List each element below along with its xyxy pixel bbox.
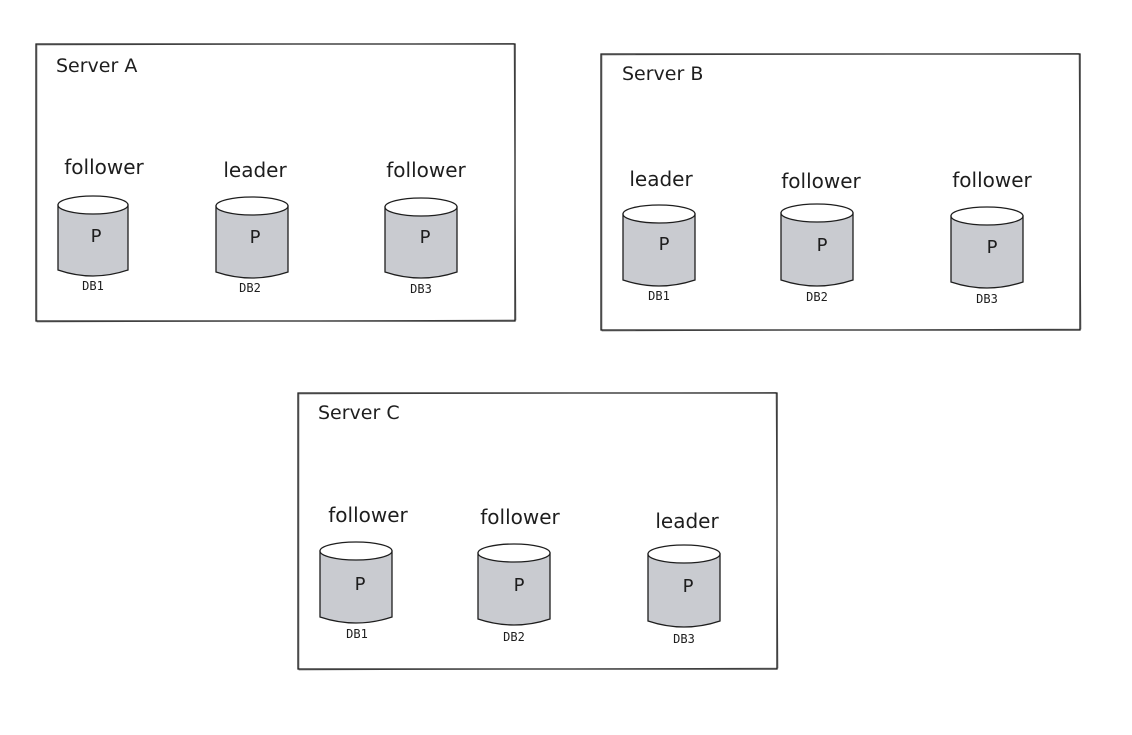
role-label: follower [64, 155, 144, 179]
database-cylinder-icon [647, 544, 721, 628]
role-label: follower [386, 158, 466, 182]
database-cylinder-icon [477, 543, 551, 626]
database: leader P DB3 [647, 509, 721, 646]
server-title: Server A [56, 55, 137, 77]
database-cylinder-icon [319, 541, 393, 624]
server-title: Server C [318, 402, 400, 424]
database-cylinder-icon [57, 195, 129, 277]
database: follower P DB1 [57, 155, 145, 293]
database-name: DB1 [82, 279, 104, 293]
database: follower P DB2 [780, 169, 862, 304]
role-label: follower [952, 168, 1032, 192]
database: leader P DB2 [215, 158, 289, 295]
database-cylinder-icon [950, 206, 1024, 289]
database-name: DB2 [806, 290, 828, 304]
database-name: DB3 [410, 282, 432, 296]
role-label: follower [328, 503, 408, 527]
database: follower P DB1 [319, 503, 409, 641]
role-label: leader [629, 167, 693, 191]
database-cylinder-icon [780, 203, 854, 287]
database-name: DB1 [648, 289, 670, 303]
server-box: Server A follower P DB1 leader P DB2 fol… [35, 43, 517, 323]
partition-label: P [420, 227, 431, 248]
partition-label: P [250, 227, 261, 248]
partition-label: P [683, 576, 694, 597]
partition-label: P [514, 575, 525, 596]
partition-label: P [91, 226, 102, 247]
database-name: DB3 [673, 632, 695, 646]
database-name: DB1 [346, 627, 368, 641]
server-title: Server B [622, 63, 703, 85]
partition-label: P [355, 574, 366, 595]
role-label: follower [480, 505, 560, 529]
partition-label: P [987, 237, 998, 258]
database: follower P DB2 [477, 505, 561, 644]
database-cylinder-icon [622, 204, 696, 287]
database: leader P DB1 [622, 167, 696, 303]
database-name: DB2 [503, 630, 525, 644]
role-label: leader [655, 509, 719, 533]
role-label: leader [223, 158, 287, 182]
server-box: Server B leader P DB1 follower P DB2 fol… [600, 53, 1082, 332]
database-cylinder-icon [384, 197, 458, 279]
role-label: follower [781, 169, 861, 193]
database-name: DB2 [239, 281, 261, 295]
server-border [35, 43, 516, 322]
database: follower P DB3 [384, 158, 467, 296]
partition-label: P [817, 235, 828, 256]
server-box: Server C follower P DB1 follower P DB2 l… [297, 392, 779, 671]
database-cylinder-icon [215, 196, 289, 279]
database-name: DB3 [976, 292, 998, 306]
database: follower P DB3 [950, 168, 1033, 306]
partition-label: P [659, 234, 670, 255]
